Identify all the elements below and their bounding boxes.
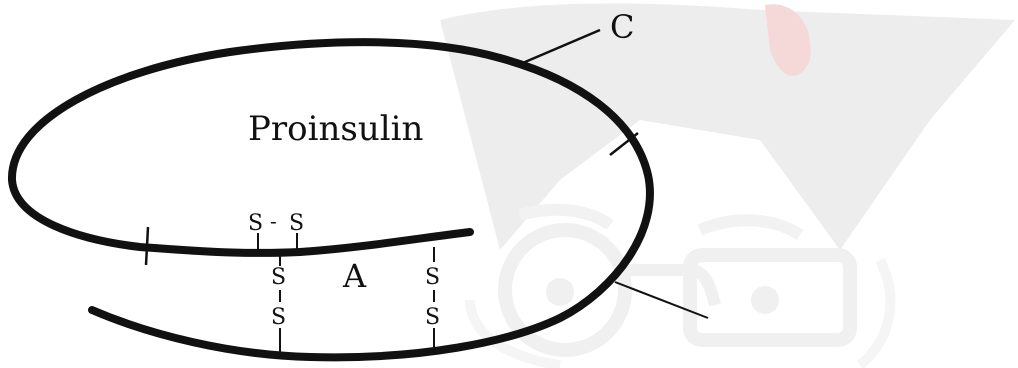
label-chain-a: A — [342, 257, 367, 295]
intra-bond-s-right: S — [289, 211, 304, 236]
chain-c-loop — [7, 38, 654, 362]
diagram-title: Proinsulin — [248, 109, 423, 149]
inter-bond-left-s-bottom: S — [271, 305, 286, 330]
cleavage-tick-right — [609, 132, 639, 156]
inter-bond-right-s-bottom: S — [425, 305, 440, 330]
intra-bond-s-left: S — [248, 211, 263, 236]
intra-bond-dash: - — [270, 209, 277, 233]
inter-bond-right-s-top: S — [425, 265, 440, 290]
label-c-leader — [517, 28, 601, 67]
watermark-mascot — [440, 3, 1015, 368]
cleavage-tick-left — [144, 226, 150, 266]
inter-bond-left-s-top: S — [271, 265, 286, 290]
pointer-leader — [614, 281, 709, 319]
label-chain-c: C — [610, 8, 634, 46]
